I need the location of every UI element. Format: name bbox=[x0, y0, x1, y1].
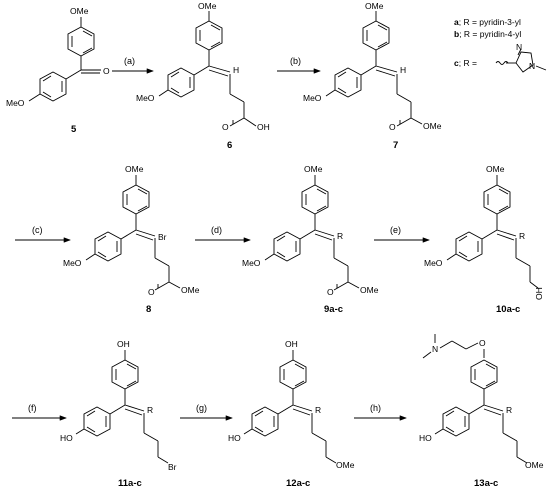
step-label-g: (g) bbox=[196, 403, 207, 413]
vinyl-hydrogen: H bbox=[400, 65, 406, 75]
svg-text:b; R = pyridin-4-yl: b; R = pyridin-4-yl bbox=[454, 29, 521, 39]
r-substituent: R bbox=[506, 405, 512, 415]
compound-label-7: 7 bbox=[393, 140, 398, 151]
legend-text-a: ; R = pyridin-3-yl bbox=[459, 17, 521, 27]
step-label-d: (d) bbox=[211, 225, 222, 235]
r-substituent: R bbox=[337, 231, 343, 241]
step-label-h: (h) bbox=[370, 403, 381, 413]
svg-text:a; R = pyridin-3-yl: a; R = pyridin-3-yl bbox=[454, 17, 521, 27]
pyrazole-nitrogen: N bbox=[516, 42, 522, 52]
step-label-b: (b) bbox=[290, 56, 301, 66]
ome-group: OMe bbox=[198, 1, 217, 11]
amine-nitrogen: N bbox=[432, 344, 438, 354]
compound-label-5: 5 bbox=[71, 124, 77, 135]
ome-group: OMe bbox=[70, 6, 89, 16]
ho-group: HO bbox=[60, 433, 73, 443]
legend-text-b: ; R = pyridin-4-yl bbox=[459, 29, 521, 39]
pyrazole-nitrogen: N bbox=[529, 61, 535, 71]
vinyl-hydrogen: H bbox=[233, 65, 239, 75]
ether-oxygen: O bbox=[479, 338, 486, 348]
r-group-legend: a; R = pyridin-3-yl b; R = pyridin-4-yl … bbox=[454, 17, 547, 73]
compound-8-structure: OMe Br O OMe MeO bbox=[63, 164, 200, 297]
compound-label-9: 9a-c bbox=[324, 304, 343, 315]
ome-group: OMe bbox=[336, 460, 355, 470]
compound-label-13: 13a-c bbox=[474, 478, 498, 489]
compound-label-11: 11a-c bbox=[118, 478, 142, 489]
oh-group: OH bbox=[257, 122, 270, 132]
ome-group: OMe bbox=[486, 164, 505, 174]
oh-group: OH bbox=[285, 339, 298, 349]
compound-5-structure: OMe O MeO bbox=[6, 6, 110, 108]
meo-group: MeO bbox=[136, 93, 155, 103]
ho-group: HO bbox=[419, 433, 432, 443]
ome-group: OMe bbox=[125, 164, 144, 174]
compound-label-8: 8 bbox=[146, 304, 151, 315]
ho-group: HO bbox=[228, 433, 241, 443]
compound-6-structure: OMe H O OH MeO bbox=[136, 1, 270, 132]
r-substituent: R bbox=[519, 231, 525, 241]
legend-key-c: c bbox=[454, 58, 459, 68]
step-label-c: (c) bbox=[32, 225, 43, 235]
ome-group: OMe bbox=[365, 1, 384, 11]
svg-text:c; R =: c; R = bbox=[454, 58, 477, 68]
carbonyl-oxygen: O bbox=[389, 122, 396, 132]
meo-group: MeO bbox=[424, 258, 443, 268]
r-substituent: R bbox=[315, 405, 321, 415]
ome-group: OMe bbox=[525, 460, 544, 470]
compound-10-structure: OMe R OH MeO bbox=[424, 164, 544, 300]
meo-group: MeO bbox=[242, 258, 261, 268]
legend-key-b: b bbox=[454, 29, 459, 39]
bromine: Br bbox=[168, 462, 177, 472]
meo-group: MeO bbox=[6, 98, 25, 108]
compound-9-structure: OMe R O OMe MeO bbox=[242, 164, 379, 297]
compound-7-structure: OMe H O OMe MeO bbox=[303, 1, 442, 132]
carbonyl-oxygen: O bbox=[222, 122, 229, 132]
step-label-a: (a) bbox=[124, 56, 135, 66]
compound-label-12: 12a-c bbox=[286, 478, 310, 489]
r-substituent: R bbox=[147, 405, 153, 415]
legend-key-a: a bbox=[454, 17, 459, 27]
ome-group: OMe bbox=[423, 121, 442, 131]
meo-group: MeO bbox=[303, 93, 322, 103]
oh-group: OH bbox=[534, 287, 544, 300]
ome-group: OMe bbox=[360, 285, 379, 295]
carbonyl-oxygen: O bbox=[103, 66, 110, 76]
meo-group: MeO bbox=[63, 258, 82, 268]
wavy-bond-icon bbox=[495, 61, 509, 65]
step-label-e: (e) bbox=[390, 225, 401, 235]
carbonyl-oxygen: O bbox=[327, 287, 334, 297]
compound-11-structure: OH R Br HO bbox=[60, 339, 177, 472]
compound-13-structure: N O R OMe HO bbox=[419, 334, 544, 470]
bromine: Br bbox=[158, 232, 167, 242]
oh-group: OH bbox=[117, 339, 130, 349]
step-label-f: (f) bbox=[28, 403, 37, 413]
compound-label-10: 10a-c bbox=[496, 304, 520, 315]
legend-text-c: ; R = bbox=[459, 58, 477, 68]
ome-group: OMe bbox=[304, 164, 323, 174]
carbonyl-oxygen: O bbox=[148, 287, 155, 297]
compound-12-structure: OH R OMe HO bbox=[228, 339, 355, 470]
compound-label-6: 6 bbox=[227, 140, 232, 151]
ome-group: OMe bbox=[181, 285, 200, 295]
